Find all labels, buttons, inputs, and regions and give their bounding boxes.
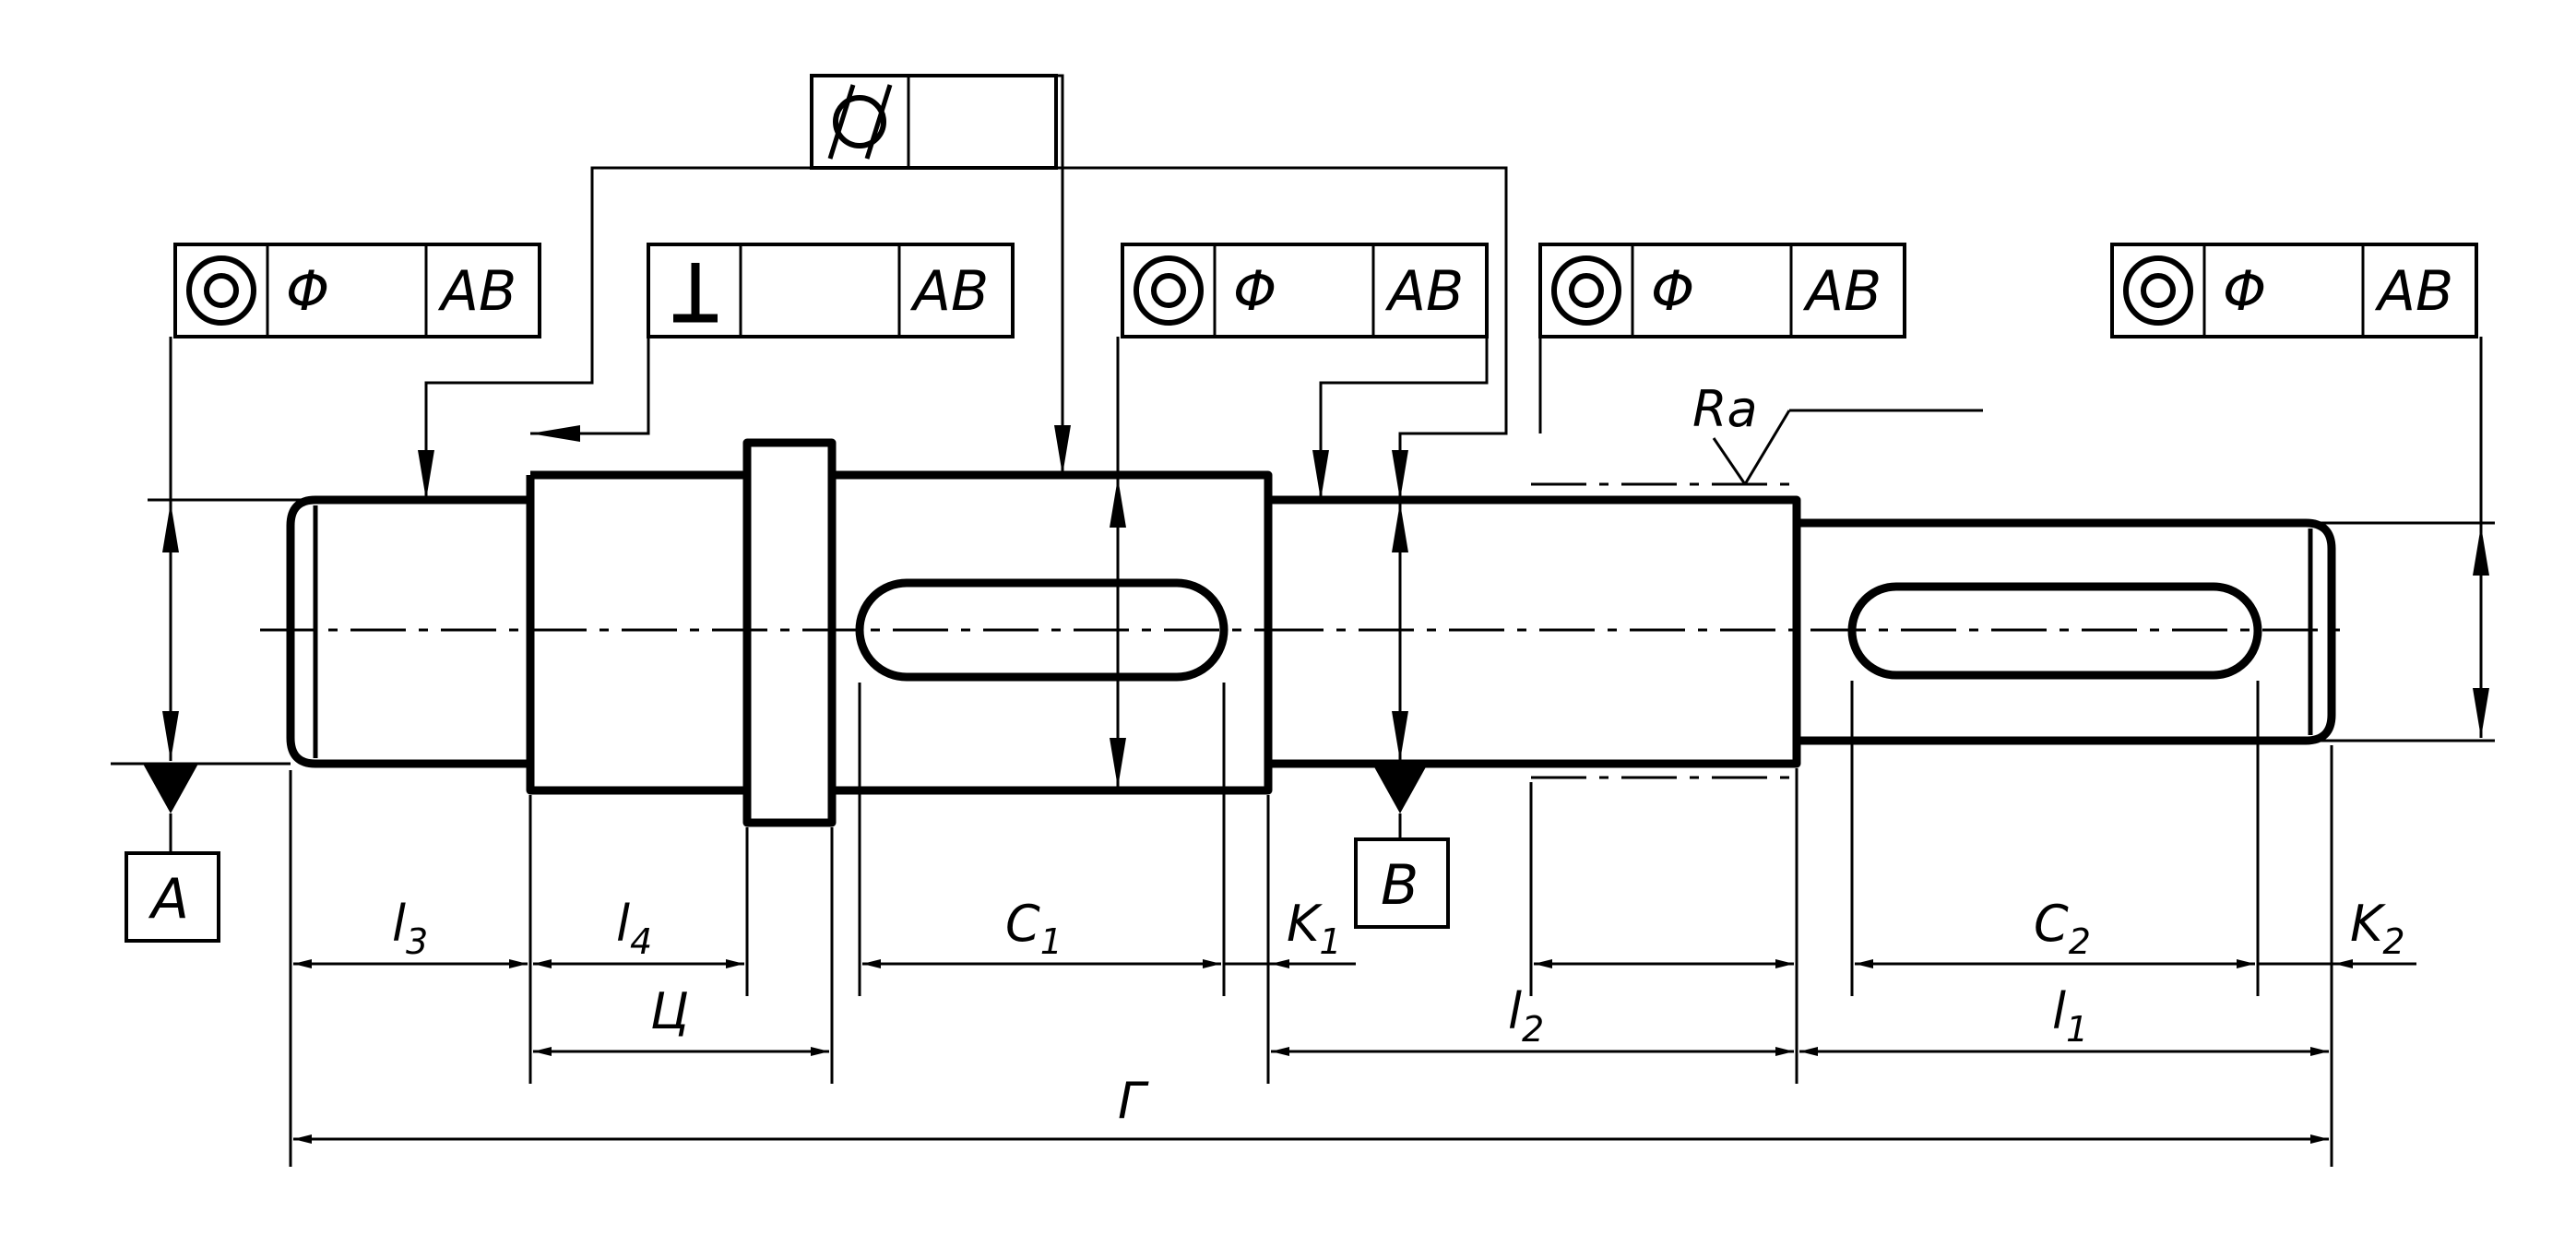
frame-5-diameter: Φ xyxy=(2223,259,2266,324)
datum-b-label: B xyxy=(1381,853,1419,918)
roughness-label: Ra xyxy=(1692,380,1758,438)
right-end xyxy=(1797,518,2336,745)
frame-4-diameter: Φ xyxy=(1651,259,1694,324)
datum-a-label: A xyxy=(148,867,189,932)
left-step xyxy=(526,470,752,795)
dimensions: l3 l4 C1 K1 C2 K2 Ц l2 l1 Г xyxy=(162,478,2489,1144)
keyway-2 xyxy=(1847,582,2262,680)
left-journal xyxy=(286,495,535,768)
perpendicularity-icon xyxy=(673,263,718,323)
label-c2: C2 xyxy=(2034,895,2091,962)
frame-1-datum-ref: AB xyxy=(437,259,516,324)
datum-a: A xyxy=(125,764,220,943)
tolerance-frame-5: Φ AB xyxy=(2110,243,2483,526)
keyway-1 xyxy=(855,578,1229,682)
label-l3: l3 xyxy=(392,895,428,962)
keyed-section-1 xyxy=(832,470,1273,795)
collar xyxy=(742,438,837,827)
tolerance-frame-3: Φ AB xyxy=(1116,243,1489,500)
frame-1-diameter: Φ xyxy=(286,259,329,324)
tolerance-frame-4: Φ AB xyxy=(1538,243,1906,433)
tolerance-frame-cylindricity xyxy=(418,74,1508,500)
frame-2-datum-ref: AB xyxy=(909,259,989,324)
shaft-body xyxy=(260,438,2350,827)
cylindricity-icon xyxy=(827,84,893,160)
label-c1: C1 xyxy=(1005,895,1062,962)
label-l2: l2 xyxy=(1508,982,1544,1050)
frame-4-datum-ref: AB xyxy=(1802,259,1882,324)
label-g: Г xyxy=(1118,1072,1149,1130)
label-l4: l4 xyxy=(616,895,652,962)
label-l1: l1 xyxy=(2052,982,2088,1050)
datum-b-triangle xyxy=(1372,764,1428,813)
concentricity-icon xyxy=(2123,255,2193,326)
datum-a-triangle xyxy=(143,764,198,813)
concentricity-icon xyxy=(1134,255,1204,326)
frame-3-diameter: Φ xyxy=(1233,259,1276,324)
concentricity-icon xyxy=(1551,255,1621,326)
extension-lines xyxy=(111,498,2495,1167)
concentricity-icon xyxy=(186,255,256,326)
label-k1: K1 xyxy=(1287,895,1342,962)
frame-3-datum-ref: AB xyxy=(1384,259,1464,324)
tolerance-frame-1: Φ AB xyxy=(169,243,541,503)
label-k2: K2 xyxy=(2350,895,2405,962)
datum-b: B xyxy=(1354,764,1450,929)
tolerance-frame-2: AB xyxy=(530,243,1015,442)
roughness-mark: Ra xyxy=(1692,380,1983,485)
label-ts: Ц xyxy=(650,982,689,1040)
middle-section xyxy=(1268,495,1801,768)
frame-5-datum-ref: AB xyxy=(2374,259,2453,324)
